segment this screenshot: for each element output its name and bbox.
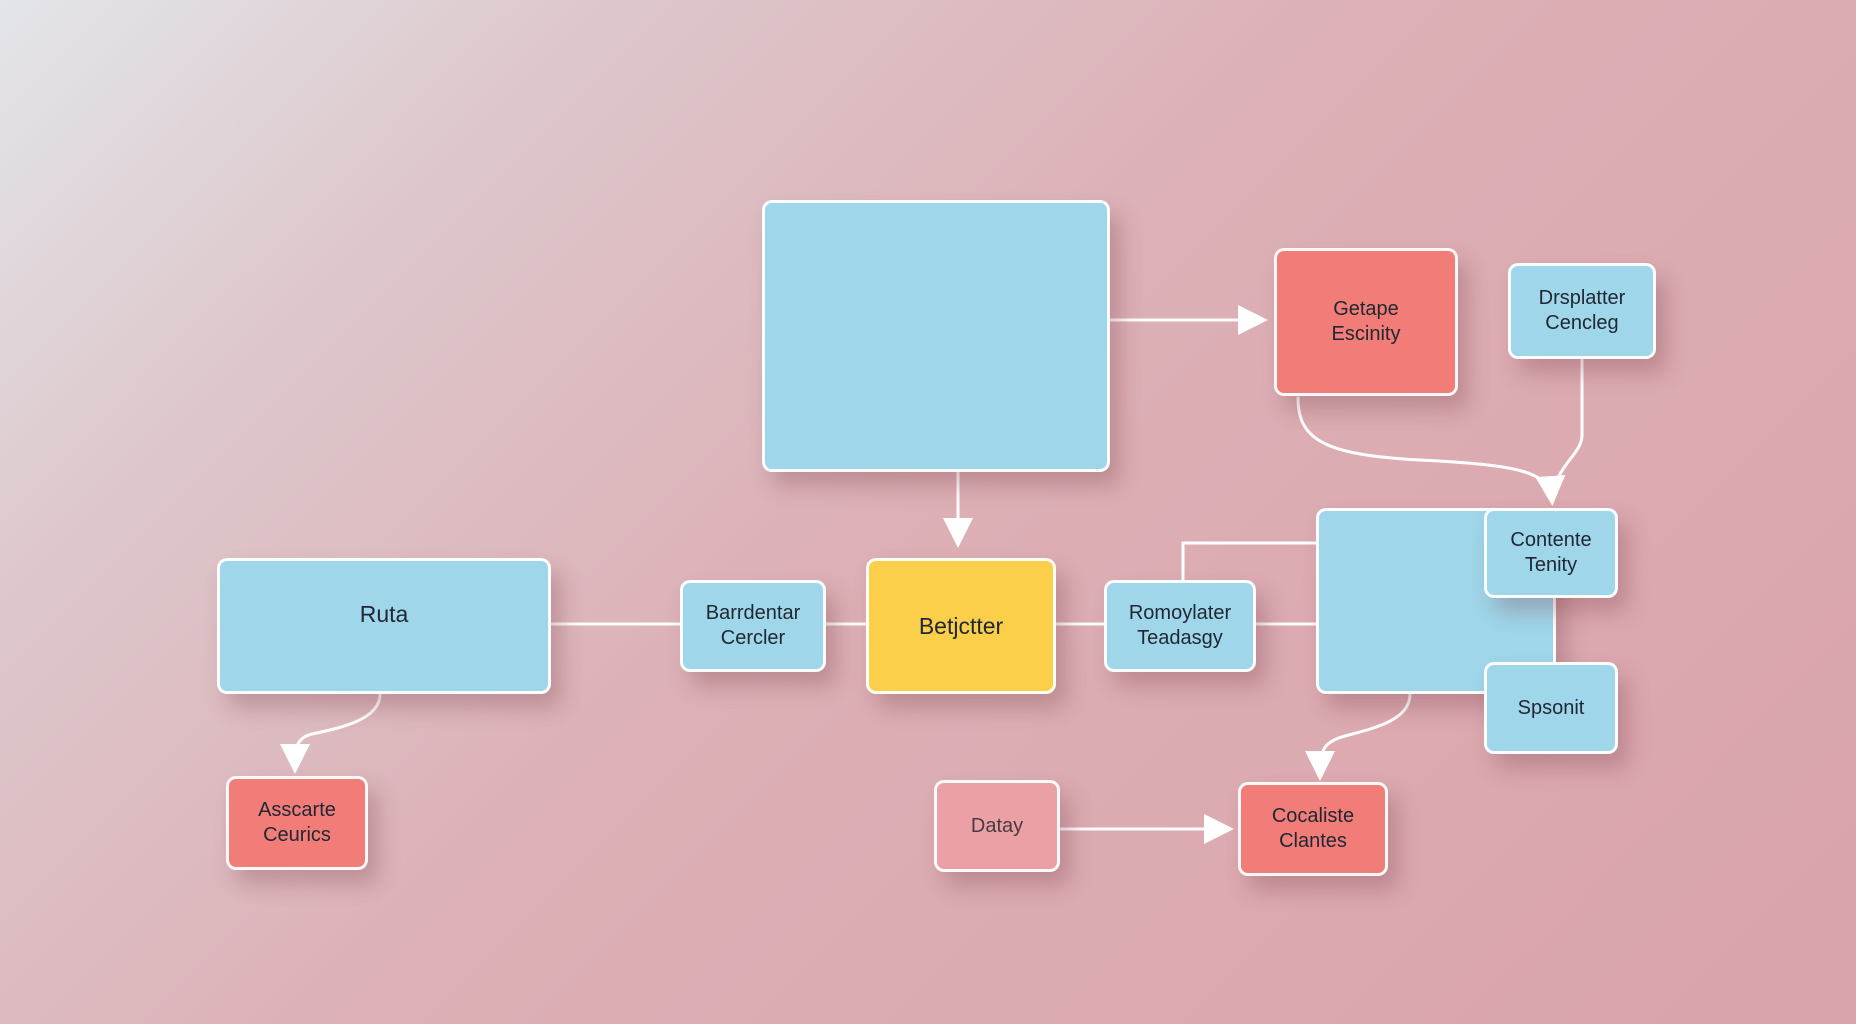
node-datay[interactable]: Datay	[934, 780, 1060, 872]
node-contente-tenity[interactable]: Contente Tenity	[1484, 508, 1618, 598]
node-spsonit[interactable]: Spsonit	[1484, 662, 1618, 754]
edge-ruta-to-asscarte	[280, 692, 382, 774]
node-top-center[interactable]	[762, 200, 1110, 472]
node-ruta-label: Ruta	[359, 600, 409, 627]
node-cocaliste-clantes-label: Cocaliste Clantes	[1271, 805, 1355, 852]
node-betjctter-label: Betjctter	[918, 612, 1004, 639]
node-getape-escinity[interactable]: Getape Escinity	[1274, 248, 1458, 396]
node-datay-label: Datay	[970, 814, 1024, 837]
node-barrdentar-cercler-label: Barrdentar Cercler	[705, 602, 801, 649]
node-cocaliste-clantes[interactable]: Cocaliste Clantes	[1238, 782, 1388, 876]
node-asscarte-ceurics[interactable]: Asscarte Ceurics	[226, 776, 368, 870]
node-romoylater-teadasgy[interactable]: Romoylater Teadasgy	[1104, 580, 1256, 672]
edge-drsplatter-to-contente	[1550, 358, 1584, 502]
node-drsplatter-cencleg[interactable]: Drsplatter Cencleg	[1508, 263, 1656, 359]
node-contente-tenity-label: Contente Tenity	[1510, 529, 1592, 576]
node-betjctter[interactable]: Betjctter	[866, 558, 1056, 694]
node-romoylater-teadasgy-label: Romoylater Teadasgy	[1128, 602, 1232, 649]
node-barrdentar-cercler[interactable]: Barrdentar Cercler	[680, 580, 826, 672]
node-getape-escinity-label: Getape Escinity	[1331, 298, 1401, 345]
node-drsplatter-cencleg-label: Drsplatter Cencleg	[1538, 287, 1626, 334]
node-asscarte-ceurics-label: Asscarte Ceurics	[258, 799, 336, 846]
node-ruta[interactable]: Ruta	[217, 558, 551, 694]
edge-hub-to-cocaliste	[1305, 692, 1412, 781]
edge-romoylater-top-to-hub	[1181, 541, 1318, 582]
node-spsonit-label: Spsonit	[1517, 696, 1585, 719]
edge-getape-to-contente	[1296, 396, 1566, 506]
